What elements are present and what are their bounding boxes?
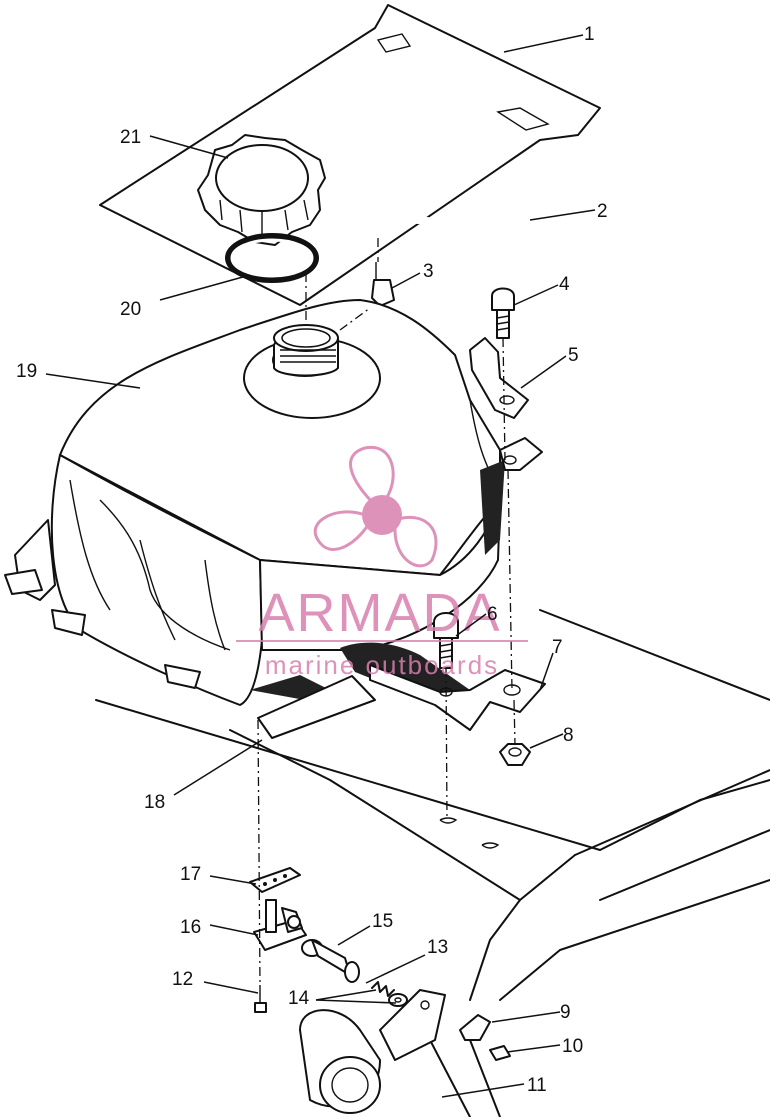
valve-shaft (301, 939, 360, 983)
watermark-propeller-logo (313, 445, 438, 568)
callout-16: 16 (180, 917, 201, 938)
watermark-tagline: marine outboards (265, 650, 499, 680)
callout-18: 18 (144, 792, 165, 813)
lower-bolt (433, 612, 459, 669)
callout-13: 13 (427, 937, 448, 958)
callout-2: 2 (597, 201, 608, 222)
lever-knob (459, 1014, 491, 1041)
upper-bracket (469, 337, 543, 471)
callout-1: 1 (584, 24, 595, 45)
washers (388, 993, 408, 1007)
callout-10: 10 (562, 1036, 583, 1057)
upper-bolt (491, 287, 515, 339)
heat-shield-plate (99, 4, 601, 306)
callout-19: 19 (16, 361, 37, 382)
small-screw (254, 985, 267, 1013)
hex-nut (499, 743, 531, 766)
valve-plate (249, 867, 301, 893)
callout-21: 21 (120, 127, 141, 148)
callout-numbers: 1 2 3 4 5 6 7 8 9 10 11 12 13 14 15 16 1… (16, 24, 608, 1096)
callout-15: 15 (372, 911, 393, 932)
callout-14: 14 (288, 988, 310, 1009)
callout-17: 17 (180, 864, 201, 885)
frame-rails (95, 609, 770, 1117)
leader-lines (45, 34, 596, 1098)
callout-6: 6 (487, 604, 498, 625)
callout-7: 7 (552, 637, 563, 658)
vent-fitting (371, 262, 395, 307)
cap-gasket (225, 233, 319, 283)
watermark-brand: ARMADA (258, 583, 501, 643)
vent-hose (364, 168, 529, 252)
watermark: ARMADA marine outboards (236, 445, 528, 680)
callout-8: 8 (563, 725, 574, 746)
callout-4: 4 (559, 274, 570, 295)
fuel-cap (197, 134, 326, 246)
fuel-valve (253, 899, 307, 951)
alignment-lines (257, 238, 516, 986)
spring (371, 981, 395, 997)
callout-12: 12 (172, 969, 193, 990)
callout-9: 9 (560, 1002, 571, 1023)
callout-20: 20 (120, 299, 141, 320)
tank-pad (257, 675, 376, 739)
callout-3: 3 (423, 261, 434, 282)
knob-screw (489, 1045, 511, 1061)
callout-11: 11 (527, 1075, 547, 1096)
control-lever (299, 989, 446, 1114)
callout-5: 5 (568, 345, 579, 366)
